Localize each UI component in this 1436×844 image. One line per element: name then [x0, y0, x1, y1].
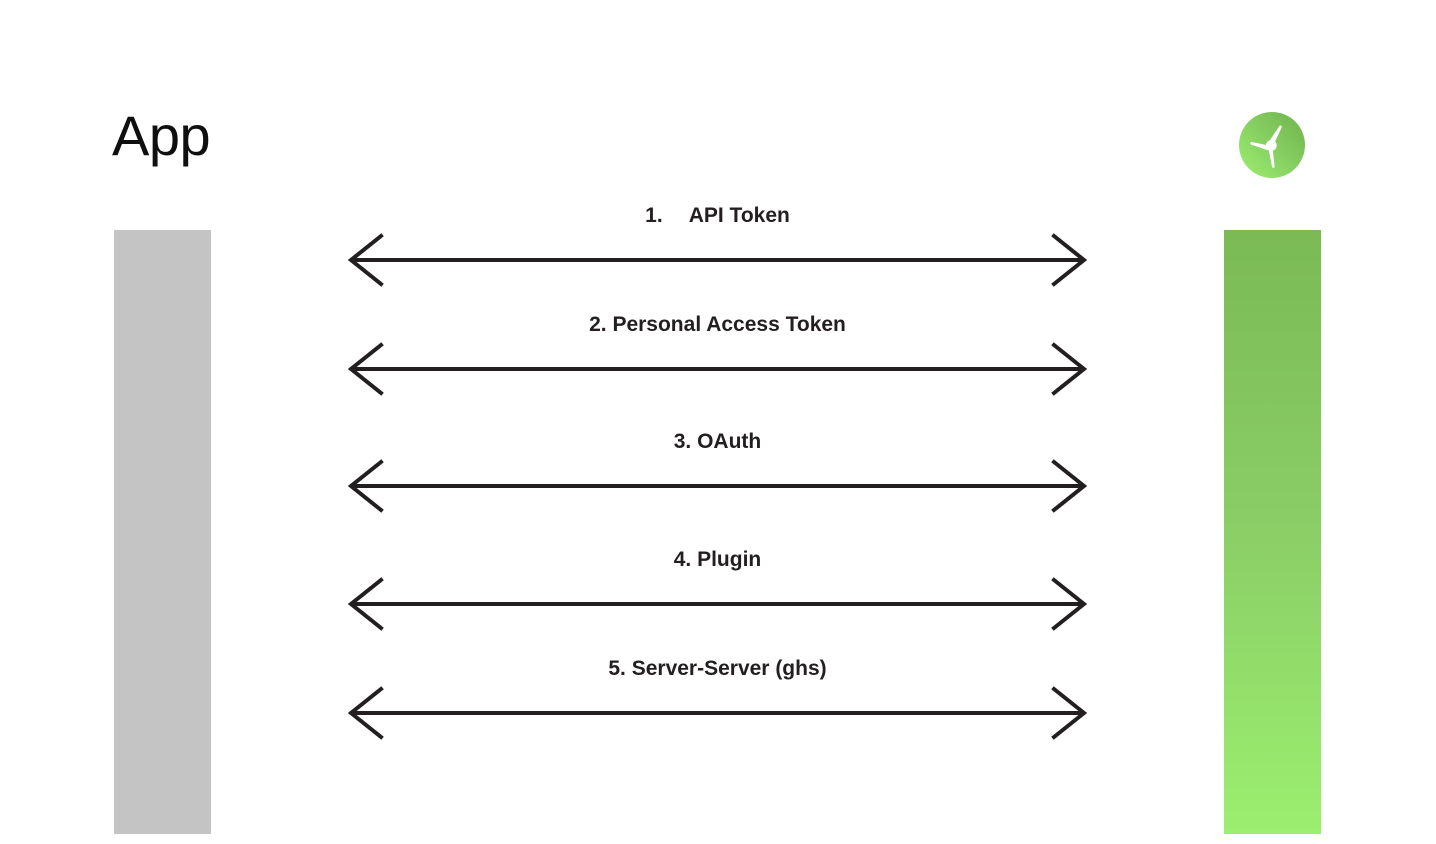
bidirectional-arrow-icon [345, 456, 1090, 516]
bidirectional-arrow-icon [345, 683, 1090, 743]
message-row: 1. API Token [345, 204, 1090, 290]
message-label: 1. API Token [645, 204, 790, 227]
lifeline-app [114, 230, 211, 834]
message-row: 2. Personal Access Token [345, 313, 1090, 399]
lifeline-gradle [1224, 230, 1321, 834]
message-label: 2. Personal Access Token [589, 313, 846, 336]
bidirectional-arrow-icon [345, 574, 1090, 634]
message-label: 5. Server-Server (ghs) [608, 657, 827, 680]
page-title: App [112, 104, 211, 167]
message-row: 4. Plugin [345, 548, 1090, 634]
message-label: 4. Plugin [673, 548, 762, 571]
gradle-propeller-logo [1238, 111, 1306, 179]
bidirectional-arrow-icon [345, 339, 1090, 399]
message-label: 3. OAuth [673, 430, 762, 453]
bidirectional-arrow-icon [345, 230, 1090, 290]
message-row: 3. OAuth [345, 430, 1090, 516]
message-row: 5. Server-Server (ghs) [345, 657, 1090, 743]
